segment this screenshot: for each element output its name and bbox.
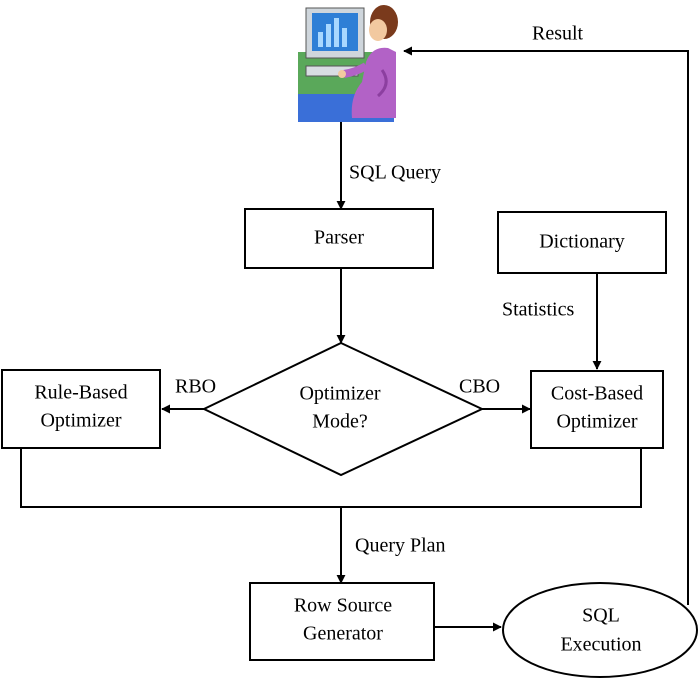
cost-based-optimizer-box	[530, 370, 664, 449]
optimizer-mode-label-line1: Optimizer	[299, 383, 380, 405]
edge-label-statistics: Statistics	[502, 299, 574, 321]
parser-label: Parser	[314, 227, 364, 249]
edge-label-query-plan: Query Plan	[355, 535, 446, 557]
rule-based-optimizer-box	[1, 369, 161, 449]
dictionary-box	[497, 211, 667, 274]
sql-execution-ellipse	[502, 582, 698, 678]
edge-result	[403, 46, 689, 605]
cost-based-label-line2: Optimizer	[556, 411, 637, 433]
parser-box	[244, 208, 434, 269]
rule-based-label-line1: Rule-Based	[34, 382, 127, 404]
optimizer-mode-label-line2: Mode?	[312, 411, 368, 433]
sql-execution-label-line1: SQL	[582, 605, 620, 627]
optimizer-mode-diamond	[201, 341, 485, 477]
rule-based-label-line2: Optimizer	[40, 410, 121, 432]
row-source-label-line2: Generator	[303, 623, 383, 645]
user-at-computer-icon	[298, 5, 398, 122]
dictionary-label: Dictionary	[539, 231, 625, 253]
edge-label-sql-query: SQL Query	[349, 162, 441, 184]
row-source-label-line1: Row Source	[294, 595, 392, 617]
edge-query-plan-merge	[20, 448, 642, 508]
cost-based-label-line1: Cost-Based	[551, 383, 643, 405]
edge-label-result: Result	[532, 23, 584, 45]
edge-label-cbo: CBO	[459, 376, 500, 398]
sql-execution-label-line2: Execution	[560, 634, 641, 656]
row-source-generator-box	[249, 582, 435, 661]
edge-label-rbo: RBO	[175, 376, 216, 398]
